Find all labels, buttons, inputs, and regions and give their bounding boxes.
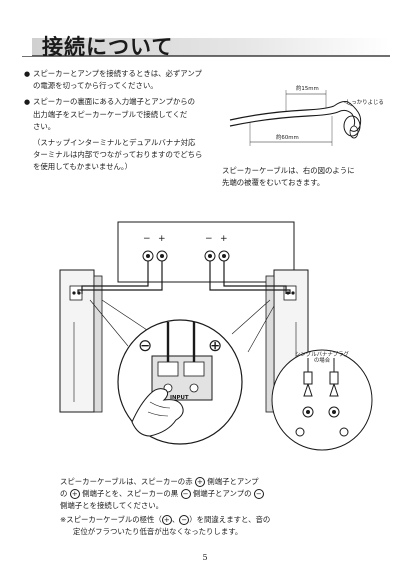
bullet-marker: ● — [24, 70, 31, 78]
bullet-line: スピーカーの裏面にある入力端子とアンプからの — [33, 97, 196, 107]
input-label: INPUT — [170, 395, 189, 401]
polarity-line: スピーカーケーブルは、スピーカーの赤 + 側端子とアンプ — [60, 477, 259, 487]
note-line: ターミナルは内部でつながっておりますのでどちら — [33, 150, 203, 160]
zoom-minus-symbol: ⊖ — [138, 336, 153, 356]
plus-circle-icon: + — [69, 489, 80, 500]
label-15mm: 約15mm — [296, 86, 319, 92]
connection-diagram — [59, 221, 373, 451]
minus-circle-icon: − — [180, 489, 191, 500]
speaker-cable-left — [77, 261, 163, 294]
title-bar — [22, 38, 390, 57]
bullet-marker: ● — [24, 98, 31, 107]
cable-strip-figure — [229, 90, 362, 146]
hand-illustration — [131, 388, 184, 437]
bullet-line: スピーカーとアンプを接続するときは、必ずアンプ — [33, 69, 202, 78]
cable-twist — [337, 109, 356, 127]
label-60mm: 約60mm — [276, 135, 299, 141]
speaker-cable-right — [223, 261, 287, 294]
cable-coil — [343, 115, 361, 137]
warning-line: 定位がフラついたり低音が出なくなったりします。 — [73, 527, 243, 537]
amp-plus-label-right: + — [220, 234, 228, 244]
banana-plug-label: シングルバナナプラグ の場合 — [288, 352, 356, 364]
polarity-warning: ※スピーカーケーブルの極性（+、−）を間違えますと、音の 定位がフラついたり低音… — [60, 514, 360, 538]
bullet-line: さい。 — [33, 121, 56, 131]
label-twist: しっかりよじる — [346, 100, 384, 106]
warning-line: ※スピーカーケーブルの極性（+、−）を間違えますと、音の — [60, 515, 271, 525]
bullet-item-power: ● スピーカーとアンプを接続するときは、必ずアンプ の電源を切ってから行ってくだ… — [24, 68, 220, 92]
zoom-plus-symbol: ⊕ — [208, 336, 223, 356]
plus-circle-icon: + — [161, 515, 172, 525]
bullet-item-connect: ● スピーカーの裏面にある入力端子とアンプからの 出力端子をスピーカーケーブルで… — [24, 96, 220, 133]
plus-circle-icon: + — [194, 477, 205, 487]
page-number: 5 — [202, 553, 208, 562]
bullet-line: 出力端子をスピーカーケーブルで接続してくだ — [33, 109, 188, 119]
cable-caption: スピーカーケーブルは、右の図のように 先端の被覆をむいておきます。 — [222, 165, 392, 189]
speaker-cable-left — [81, 261, 149, 294]
banana-label-line: の場合 — [313, 358, 331, 364]
page-title: 接続について — [42, 35, 174, 59]
cable-coil — [349, 125, 359, 139]
caption-line: 先端の被覆をむいておきます。 — [222, 178, 325, 188]
speaker-cable-right — [209, 261, 291, 294]
polarity-instructions: スピーカーケーブルは、スピーカーの赤 + 側端子とアンプ の + 側端子とを、ス… — [60, 476, 360, 513]
banana-plug-circle — [271, 349, 373, 451]
bullet-line: の電源を切ってから行ってください。 — [33, 81, 158, 91]
amp-plus-label-left: + — [158, 234, 166, 244]
instruction-list: ● スピーカーとアンプを接続するときは、必ずアンプ の電源を切ってから行ってくだ… — [24, 68, 220, 174]
terminal-note: （スナップインターミナルとデュアルバナナ対応 ターミナルは内部でつながっておりま… — [24, 137, 220, 174]
amp-minus-label-left: − — [143, 234, 151, 244]
minus-circle-icon: − — [253, 489, 264, 500]
polarity-line: 側端子とを接続してください。 — [60, 501, 164, 511]
cable-wire — [229, 111, 339, 127]
minus-circle-icon: − — [179, 515, 190, 525]
note-line: （スナップインターミナルとデュアルバナナ対応 — [33, 138, 196, 148]
cable-wire — [229, 105, 335, 121]
caption-line: スピーカーケーブルは、右の図のように — [222, 166, 355, 175]
polarity-line: の + 側端子とを、スピーカーの黒 − 側端子とアンプの − — [60, 488, 360, 500]
amp-minus-label-right: − — [205, 234, 213, 244]
note-line: を使用してもかまいません。） — [33, 162, 132, 172]
banana-label-line: シングルバナナプラグ — [295, 352, 349, 358]
